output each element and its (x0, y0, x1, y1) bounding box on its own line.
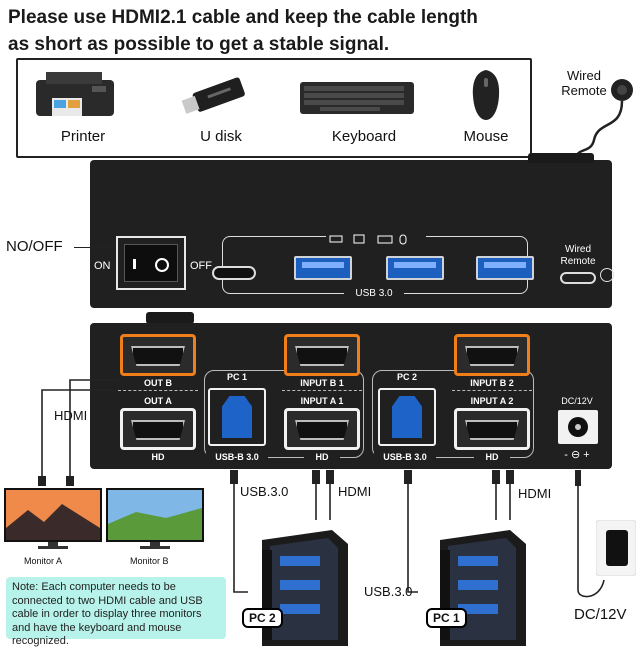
usb-b-port-pc2 (378, 388, 436, 446)
input-b2-label: INPUT B 2 (470, 378, 514, 388)
usb-a-port-1 (294, 256, 352, 280)
input-a1-label: INPUT A 1 (300, 396, 344, 406)
remote-reset-icon (600, 268, 614, 282)
peripheral-label-keyboard: Keyboard (331, 128, 397, 145)
power-label: NO/OFF (6, 238, 63, 255)
printer-icon (32, 68, 118, 122)
headline: Please use HDMI2.1 cable and keep the ca… (8, 4, 628, 58)
hdmi-port-input-a1 (284, 408, 360, 450)
back-panel-knob (146, 312, 194, 324)
wired-remote-port-label: Wired Remote (560, 244, 596, 267)
power-off-mark (155, 258, 169, 272)
usb-a-port-2 (386, 256, 444, 280)
usb30-label-top: USB.3.0 (240, 484, 289, 499)
usb-3-label: USB 3.0 (344, 288, 404, 299)
power-switch-frame (116, 236, 186, 290)
hd-label-2: HD (304, 452, 340, 462)
dc-label: DC/12V (574, 606, 627, 623)
usb-a-port-3 (476, 256, 534, 280)
power-switch[interactable] (124, 244, 178, 282)
out-b-label: OUT B (144, 378, 172, 388)
monitor-a-label: Monitor A (24, 556, 63, 566)
usb-drive-icon (178, 74, 252, 118)
peripheral-label-printer: Printer (60, 128, 106, 145)
hdmi-port-input-b1 (284, 334, 360, 376)
pc1-tower (430, 530, 528, 646)
power-adapter-icon (595, 519, 637, 577)
input-a2-label: INPUT A 2 (470, 396, 514, 406)
hd-label-3: HD (474, 452, 510, 462)
keyboard-icon (300, 80, 414, 116)
hdmi-label-right: HDMI (518, 486, 552, 501)
monitor-b (106, 488, 204, 550)
headline-line-2: as short as possible to get a stable sig… (8, 34, 390, 55)
usb-c-port (212, 266, 256, 280)
pc1-tag: PC 1 (426, 608, 467, 628)
power-on-mark (133, 259, 136, 269)
hdmi-port-input-b2 (454, 334, 530, 376)
divider (118, 390, 198, 391)
wired-remote-label: Wired Remote (561, 68, 607, 98)
pc2-label: PC 2 (392, 372, 422, 382)
headline-line-1: Please use HDMI2.1 cable and keep the ca… (8, 7, 478, 28)
input-b1-label: INPUT B 1 (300, 378, 344, 388)
monitor-b-label: Monitor B (130, 556, 169, 566)
dc-jack (558, 410, 598, 444)
pc1-label: PC 1 (222, 372, 252, 382)
dc-port-label: DC/12V (561, 396, 593, 406)
hd-label-1: HD (151, 452, 165, 462)
hdmi-port-out-a (120, 408, 196, 450)
divider (282, 390, 362, 391)
switch-off-label: OFF (190, 260, 212, 272)
usb30-label-bottom: USB.3.0 (364, 584, 413, 599)
divider (452, 390, 532, 391)
hdmi-port-out-b (120, 334, 196, 376)
wired-remote-port (560, 272, 596, 284)
hdmi-port-input-a2 (454, 408, 530, 450)
peripheral-label-mouse: Mouse (463, 128, 509, 145)
pc2-tag: PC 2 (242, 608, 283, 628)
peripheral-label-u-disk: U disk (200, 128, 242, 145)
usb-device-icons (326, 232, 426, 245)
pc2-tower (252, 530, 350, 646)
pc2-bracket (372, 370, 534, 458)
note-box: Note: Each computer needs to be connecte… (6, 577, 226, 647)
usb-b-label-2: USB-B 3.0 (374, 452, 436, 462)
monitor-a (4, 488, 102, 550)
usb-b-port-pc1 (208, 388, 266, 446)
peripherals-box: Printer U disk Keyboard (16, 58, 532, 158)
usb-b-label-1: USB-B 3.0 (206, 452, 268, 462)
hdmi-label-mid: HDMI (338, 484, 372, 499)
front-panel-knob (528, 153, 594, 163)
hdmi-label-left: HDMI (54, 408, 88, 423)
mouse-icon (470, 68, 502, 122)
switch-on-label: ON (94, 260, 111, 272)
power-leader-line (74, 247, 124, 248)
out-a-label: OUT A (144, 396, 172, 406)
dc-polarity-label: - ⊖ + (564, 449, 590, 461)
